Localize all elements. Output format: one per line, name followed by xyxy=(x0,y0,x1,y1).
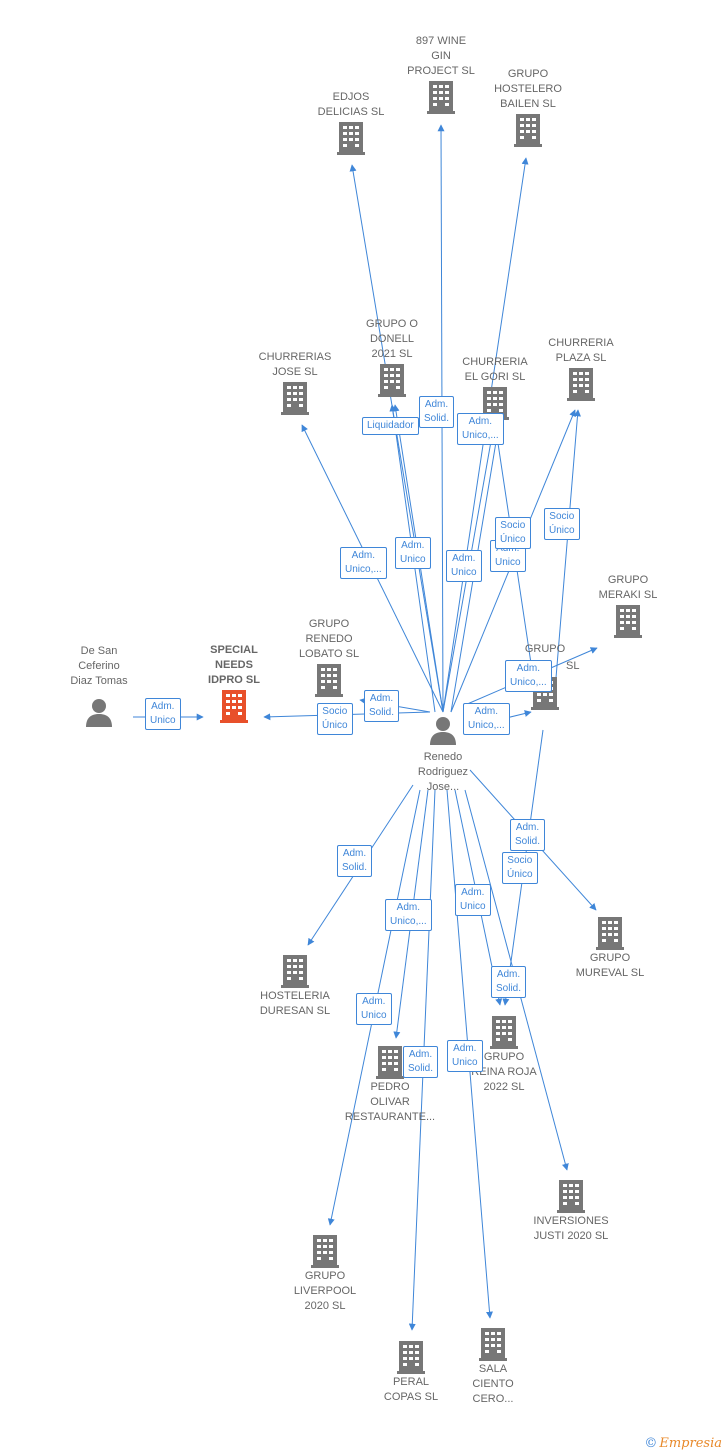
building-icon xyxy=(479,1328,507,1361)
brand-name: Empresia xyxy=(659,1436,722,1451)
role-badge[interactable]: Adm. Unico,... xyxy=(463,703,510,735)
building-icon xyxy=(397,1341,425,1374)
company-label: HOSTELERIA DURESAN SL xyxy=(259,990,331,1017)
person-renedo-rodriguez[interactable]: Renedo Rodriguez Jose... xyxy=(378,714,508,795)
role-badge[interactable]: Adm. Solid. xyxy=(419,396,455,428)
company-label: EDJOS DELICIAS SL xyxy=(317,91,385,118)
company-pedro-olivar[interactable]: PEDRO OLIVAR RESTAURANTE... xyxy=(325,1044,455,1125)
role-badge[interactable]: Adm. Unico xyxy=(145,698,181,730)
role-badge[interactable]: Adm. Solid. xyxy=(491,966,527,998)
company-hostelero-bailen[interactable]: GRUPO HOSTELERO BAILEN SL xyxy=(463,67,593,148)
company-label: GRUPO xyxy=(524,643,566,655)
building-icon xyxy=(557,1180,585,1213)
person-label: Renedo Rodriguez Jose... xyxy=(417,751,469,793)
company-label: PEDRO OLIVAR RESTAURANTE... xyxy=(344,1081,436,1123)
role-badge[interactable]: Adm. Solid. xyxy=(510,819,546,851)
person-icon xyxy=(430,717,456,745)
role-badge[interactable]: Adm. Unico xyxy=(447,1040,483,1072)
company-inversiones-justi[interactable]: INVERSIONES JUSTI 2020 SL xyxy=(506,1178,636,1244)
company-grupo-meraki[interactable]: GRUPO MERAKI SL xyxy=(563,573,693,639)
company-label: GRUPO LIVERPOOL 2020 SL xyxy=(293,1270,357,1312)
company-odonell[interactable]: GRUPO O DONELL 2021 SL xyxy=(327,317,457,398)
person-de-san-ceferino[interactable]: De San Ceferino Diaz Tomas xyxy=(34,644,164,727)
grupo-sl-suffix: SL xyxy=(566,660,580,672)
company-label: CHURRERIA EL GORI SL xyxy=(462,356,528,383)
role-badge[interactable]: Adm. Unico xyxy=(356,993,392,1025)
building-icon xyxy=(614,605,642,638)
building-icon xyxy=(220,690,248,723)
role-badge[interactable]: Socio Único xyxy=(317,703,353,735)
company-grupo-mureval[interactable]: GRUPO MUREVAL SL xyxy=(545,915,675,981)
building-icon xyxy=(281,382,309,415)
role-badge[interactable]: Liquidador xyxy=(362,417,419,435)
company-peral-copas[interactable]: PERAL COPAS SL xyxy=(346,1339,476,1405)
company-sala-ciento-cero[interactable]: SALA CIENTO CERO... xyxy=(428,1326,558,1407)
role-badge[interactable]: Adm. Solid. xyxy=(403,1046,439,1078)
building-icon xyxy=(514,114,542,147)
building-icon xyxy=(427,81,455,114)
company-label: SALA CIENTO CERO... xyxy=(472,1363,514,1405)
company-897-wine[interactable]: 897 WINE GIN PROJECT SL xyxy=(376,34,506,115)
role-badge[interactable]: Adm. Solid. xyxy=(364,690,400,722)
company-label: GRUPO RENEDO LOBATO SL xyxy=(298,618,360,660)
role-badge[interactable]: Adm. Unico,... xyxy=(505,660,552,692)
company-label: 897 WINE GIN PROJECT SL xyxy=(407,35,475,77)
role-badge[interactable]: Adm. Unico xyxy=(395,537,431,569)
role-badge[interactable]: Adm. Unico,... xyxy=(385,899,432,931)
role-badge[interactable]: Adm. Unico,... xyxy=(457,413,504,445)
role-badge[interactable]: Adm. Unico xyxy=(446,550,482,582)
company-label: CHURRERIA PLAZA SL xyxy=(548,337,614,364)
person-label: De San Ceferino Diaz Tomas xyxy=(70,645,128,687)
company-label: GRUPO O DONELL 2021 SL xyxy=(366,318,418,360)
brand-watermark: ©Empresia xyxy=(644,1436,722,1451)
company-label: INVERSIONES JUSTI 2020 SL xyxy=(533,1215,609,1242)
company-label: GRUPO HOSTELERO BAILEN SL xyxy=(494,68,562,110)
building-icon xyxy=(337,122,365,155)
role-badge[interactable]: Socio Único xyxy=(502,852,538,884)
building-icon xyxy=(596,917,624,950)
company-hosteleria-duresan[interactable]: HOSTELERIA DURESAN SL xyxy=(230,953,360,1019)
company-grupo-renedo-lobato[interactable]: GRUPO RENEDO LOBATO SL xyxy=(264,617,394,698)
role-badge[interactable]: Adm. Unico,... xyxy=(340,547,387,579)
building-icon xyxy=(490,1016,518,1049)
company-label: GRUPO MERAKI SL xyxy=(598,574,658,601)
building-icon xyxy=(378,364,406,397)
building-icon xyxy=(567,368,595,401)
copyright-icon: © xyxy=(644,1436,658,1451)
company-grupo-reina-roja[interactable]: GRUPO REINA ROJA 2022 SL xyxy=(439,1014,569,1095)
company-label: CHURRERIAS JOSE SL xyxy=(258,351,332,378)
company-edjos[interactable]: EDJOS DELICIAS SL xyxy=(286,90,416,156)
role-badge[interactable]: Adm. Solid. xyxy=(337,845,373,877)
building-icon xyxy=(376,1046,404,1079)
company-churrerias-jose[interactable]: CHURRERIAS JOSE SL xyxy=(230,350,360,416)
role-badge[interactable]: Socio Único xyxy=(495,517,531,549)
role-badge[interactable]: Adm. Unico xyxy=(455,884,491,916)
person-icon xyxy=(86,699,112,727)
building-icon xyxy=(281,955,309,988)
edge-edjos xyxy=(349,164,444,713)
company-label: SPECIAL NEEDS IDPRO SL xyxy=(208,644,260,686)
company-churreria-plaza[interactable]: CHURRERIA PLAZA SL xyxy=(516,336,646,402)
company-label: GRUPO MUREVAL SL xyxy=(575,952,645,979)
company-special-needs-idpro[interactable]: SPECIAL NEEDS IDPRO SL xyxy=(169,643,299,724)
company-label: PERAL COPAS SL xyxy=(383,1376,439,1403)
company-label: GRUPO REINA ROJA 2022 SL xyxy=(471,1051,537,1093)
edge-plaza-2 xyxy=(554,409,581,691)
building-icon xyxy=(315,664,343,697)
company-grupo-liverpool[interactable]: GRUPO LIVERPOOL 2020 SL xyxy=(260,1233,390,1314)
role-badge[interactable]: Socio Único xyxy=(544,508,580,540)
building-icon xyxy=(311,1235,339,1268)
